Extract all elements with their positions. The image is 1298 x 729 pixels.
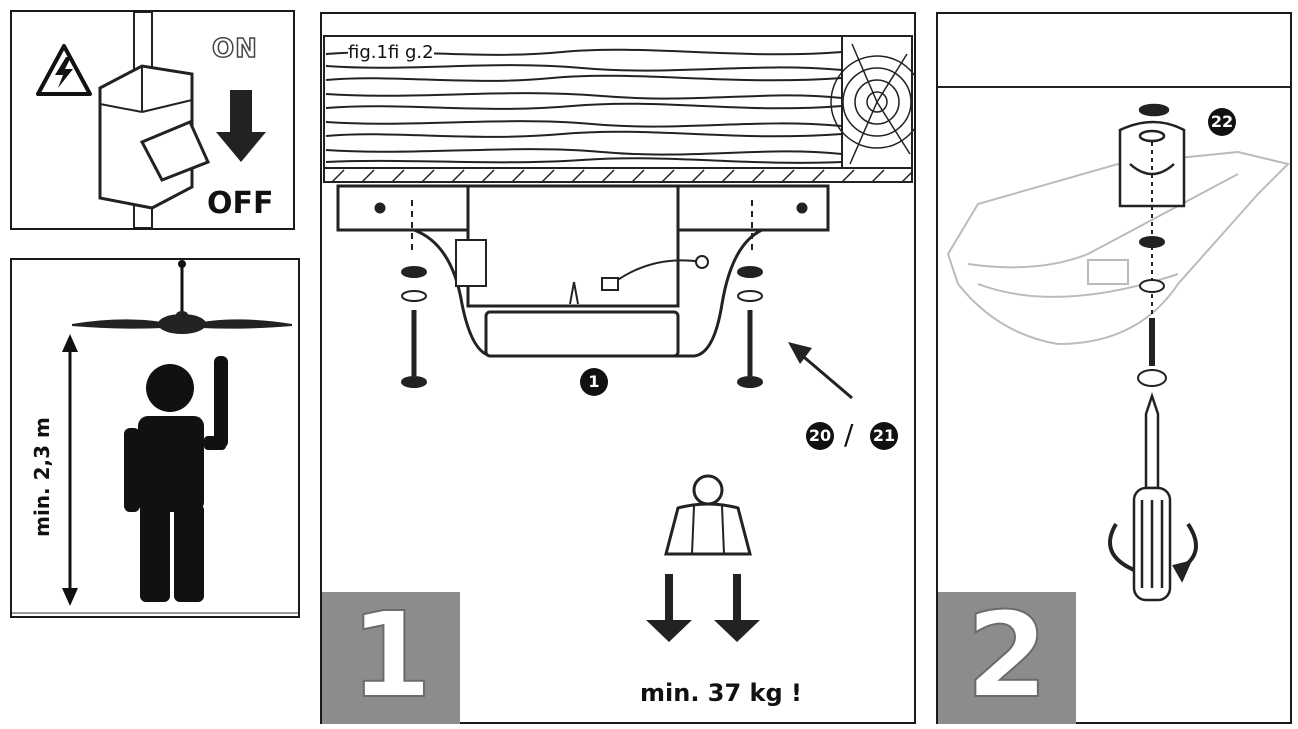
part-badge-22: 22	[1208, 108, 1236, 136]
height-arrow-icon	[62, 334, 78, 606]
step-number-2-label: 2	[965, 586, 1049, 724]
screwdriver-icon	[1108, 392, 1198, 602]
step-number-1: 1	[322, 586, 460, 724]
screw-icon	[737, 266, 763, 388]
arrow-down-icon	[646, 574, 760, 642]
bracket-screw-illustration	[946, 103, 1290, 602]
figure-caption: fig.1fi g.2	[348, 42, 434, 63]
arrow-down-icon	[216, 90, 266, 162]
header-divider	[938, 86, 1290, 88]
weight-icon	[664, 474, 752, 556]
part-separator: /	[844, 418, 854, 451]
person-icon	[124, 356, 228, 602]
off-label: OFF	[207, 186, 274, 221]
screw-icon	[1137, 236, 1167, 387]
ceiling-fan-icon	[72, 260, 292, 334]
mounting-bracket-icon	[336, 184, 830, 358]
step-1-panel: fig.1fi g.2 1 20 / 21 min. 37 kg ! 1	[320, 12, 916, 724]
weight-label: min. 37 kg !	[640, 679, 802, 707]
part-badge-mount: 1	[580, 368, 608, 396]
step-2-panel: 22 2	[936, 12, 1292, 724]
part-badge-21: 21	[870, 422, 898, 450]
height-clearance-illustration	[12, 260, 298, 614]
min-height-panel: min. 2,3 m	[10, 258, 300, 618]
high-voltage-warning-icon	[36, 44, 92, 96]
part-badge-20: 20	[806, 422, 834, 450]
hook-bracket-icon	[1118, 103, 1186, 314]
on-label: ON	[211, 33, 258, 65]
step-number-1-label: 1	[349, 586, 433, 724]
min-height-label: min. 2,3 m	[30, 417, 54, 537]
power-switch-panel: ON OFF	[10, 10, 295, 230]
canopy-icon	[946, 150, 1290, 346]
breaker-switch-illustration	[36, 12, 266, 228]
pointer-arrow-icon	[788, 342, 853, 400]
screw-icon	[401, 266, 427, 388]
step-number-2: 2	[938, 586, 1076, 724]
